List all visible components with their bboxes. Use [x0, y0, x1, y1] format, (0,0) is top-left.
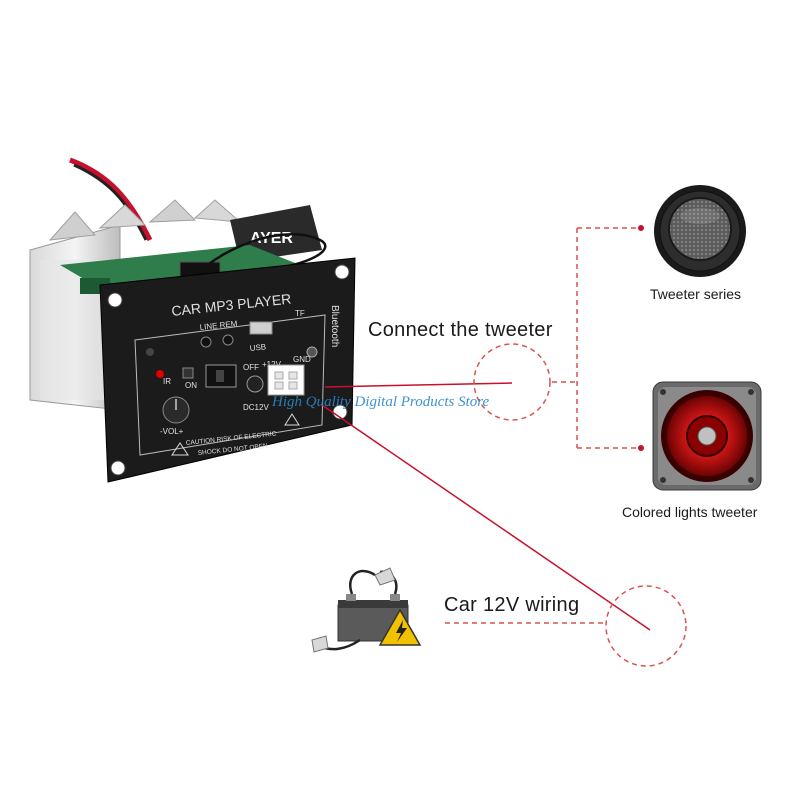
colored-lights-tweeter-image: [652, 381, 762, 491]
svg-text:LINE REM: LINE REM: [199, 319, 238, 332]
rem-jack-icon: [222, 334, 234, 346]
tweeter-junction-circle: [473, 343, 551, 421]
connection-lines: [321, 225, 687, 667]
svg-text:ON: ON: [185, 381, 197, 390]
tweeter-series-image: [654, 185, 746, 277]
line-jack-icon: [200, 336, 212, 348]
svg-text:GND: GND: [293, 355, 311, 364]
ir-led-icon: [156, 370, 164, 378]
colored-lights-tweeter-label: Colored lights tweeter: [622, 504, 758, 520]
svg-text:DC12V: DC12V: [243, 403, 269, 412]
svg-text:IR: IR: [163, 377, 171, 386]
svg-text:TF: TF: [295, 309, 305, 318]
tweeter-series-label: Tweeter series: [650, 286, 742, 302]
connect-tweeter-label: Connect the tweeter: [368, 319, 553, 341]
dc-jack-icon: [246, 375, 264, 393]
power-junction-circle: [605, 585, 687, 667]
car-battery-image: [311, 567, 422, 653]
store-watermark: High Quality Digital Products Store: [272, 394, 490, 410]
amplifier-board: AYER CAR MP3 PLAYER Bluetooth LINE REM U…: [29, 157, 356, 483]
power-wire-line: [321, 404, 651, 631]
svg-text:-VOL+: -VOL+: [160, 427, 184, 436]
terminal-connector-icon: [267, 364, 305, 396]
red-wire: [69, 157, 153, 242]
tweeter-wire-line: [324, 382, 513, 388]
usb-port-icon: [249, 321, 273, 335]
bluetooth-text: Bluetooth: [329, 305, 340, 347]
svg-text:USB: USB: [249, 342, 266, 353]
top-sign-text: AYER: [250, 230, 293, 247]
heatsink: [29, 199, 242, 411]
car-wiring-label: Car 12V wiring: [444, 594, 580, 616]
svg-text:OFF: OFF: [243, 363, 259, 372]
